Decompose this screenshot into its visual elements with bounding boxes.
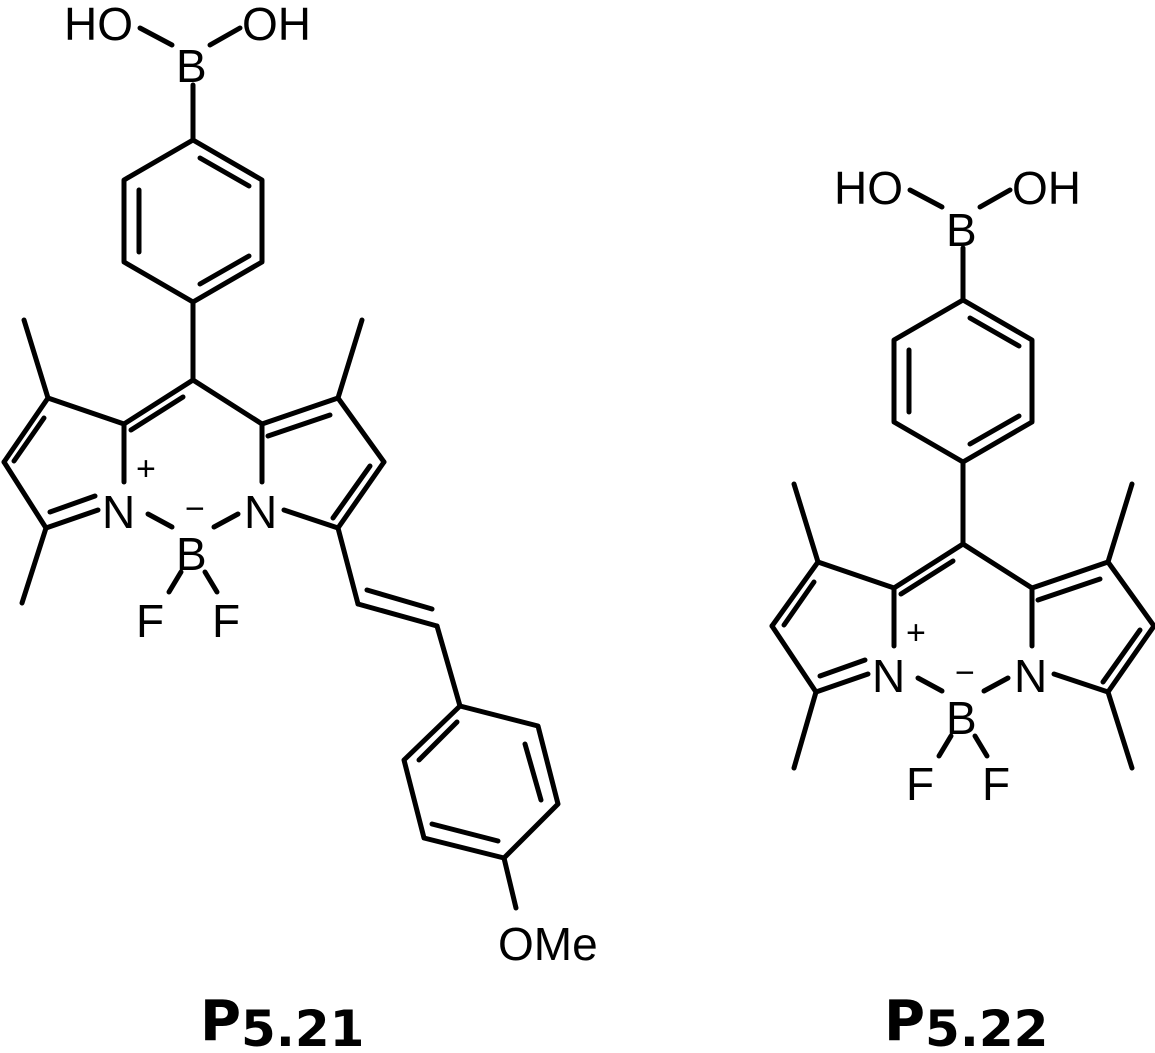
- boron-label: B: [946, 692, 977, 744]
- fluorine-label: F: [136, 595, 164, 647]
- hydroxyl-label: HO: [64, 0, 133, 50]
- atom-labels-p5-21: HO B OH N + B − N F F OMe: [64, 0, 598, 970]
- positive-charge-label: +: [906, 614, 926, 652]
- bonds-p5-22: [769, 187, 1155, 771]
- bonds-p5-21: [1, 25, 561, 911]
- negative-charge-label: −: [185, 490, 205, 528]
- caption-number: 5.22: [925, 1000, 1048, 1053]
- methoxy-label: OMe: [498, 918, 598, 970]
- boron-label: B: [176, 40, 207, 92]
- boron-label: B: [946, 204, 977, 256]
- hydroxyl-label: OH: [242, 0, 311, 50]
- hydroxyl-label: HO: [834, 162, 903, 214]
- caption-number: 5.21: [241, 1000, 364, 1053]
- fluorine-label: F: [906, 758, 934, 810]
- nitrogen-label: N: [1014, 650, 1047, 702]
- caption-prefix: P: [884, 989, 925, 1053]
- nitrogen-label: N: [102, 486, 135, 538]
- fluorine-label: F: [982, 758, 1010, 810]
- positive-charge-label: +: [136, 450, 156, 488]
- negative-charge-label: −: [955, 654, 975, 692]
- compound-p5-22: HO B OH N + B − N F F P5.22: [769, 162, 1155, 1053]
- nitrogen-label: N: [872, 650, 905, 702]
- atom-labels-p5-22: HO B OH N + B − N F F: [834, 162, 1081, 810]
- compound-caption: P5.22: [884, 989, 1048, 1053]
- compound-p5-21: HO B OH N + B − N F F OMe P5.21: [1, 0, 598, 1053]
- caption-prefix: P: [200, 989, 241, 1053]
- nitrogen-label: N: [244, 486, 277, 538]
- fluorine-label: F: [212, 595, 240, 647]
- hydroxyl-label: OH: [1012, 162, 1081, 214]
- compound-caption: P5.21: [200, 989, 364, 1053]
- boron-label: B: [176, 528, 207, 580]
